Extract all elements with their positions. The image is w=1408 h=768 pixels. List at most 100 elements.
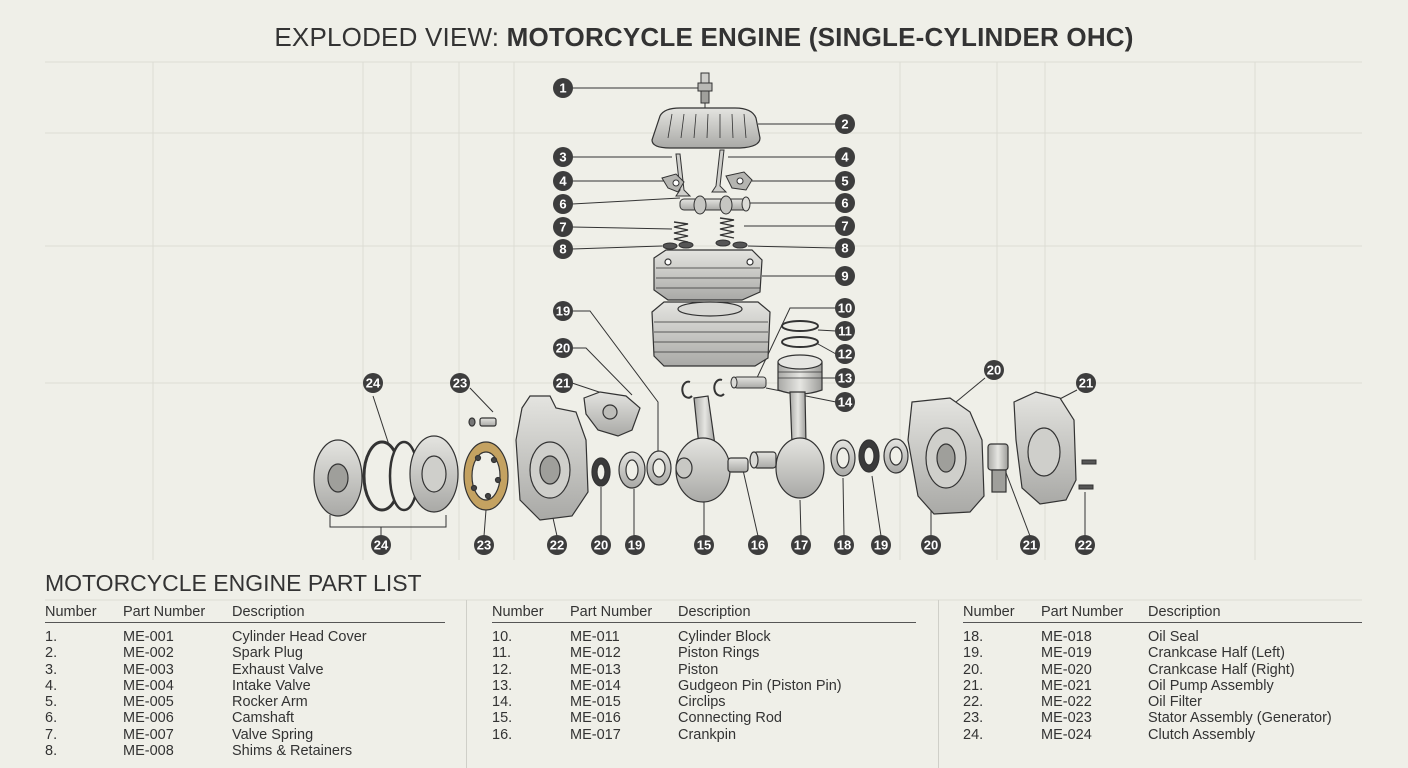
callout-20: 20 bbox=[984, 360, 1004, 380]
callout-number: 24 bbox=[366, 376, 381, 391]
row-number: 24. bbox=[963, 726, 984, 743]
row-number: 2. bbox=[45, 645, 58, 662]
callout-circle bbox=[835, 114, 855, 134]
callout-circle bbox=[553, 301, 573, 321]
row-part-number: ME-016 bbox=[570, 710, 621, 727]
row-description: Connecting Rod bbox=[678, 710, 782, 727]
row-part-number: ME-019 bbox=[1041, 645, 1092, 662]
callout-number: 21 bbox=[1023, 538, 1037, 553]
callout-number: 3 bbox=[559, 150, 566, 165]
callout-22: 22 bbox=[1075, 535, 1095, 555]
row-description: Spark Plug bbox=[232, 645, 303, 662]
callout-24: 24 bbox=[363, 373, 383, 393]
callout-7: 7 bbox=[553, 217, 573, 237]
callout-circle bbox=[450, 373, 470, 393]
callout-circle bbox=[553, 171, 573, 191]
callout-circle bbox=[1020, 535, 1040, 555]
callout-number: 13 bbox=[838, 371, 852, 386]
row-part-number: ME-018 bbox=[1041, 629, 1092, 645]
callout-number: 20 bbox=[556, 341, 570, 356]
callout-11: 11 bbox=[835, 321, 855, 341]
callout-circle bbox=[835, 216, 855, 236]
callout-circle bbox=[1076, 373, 1096, 393]
callout-circle bbox=[835, 147, 855, 167]
row-part-number: ME-012 bbox=[570, 645, 621, 662]
callout-24: 24 bbox=[371, 535, 391, 555]
row-number: 12. bbox=[492, 661, 513, 678]
callout-circle bbox=[591, 535, 611, 555]
header-number: Number bbox=[963, 604, 1015, 620]
row-number: 11. bbox=[492, 645, 512, 662]
callout-21: 21 bbox=[1076, 373, 1096, 393]
callout-number: 7 bbox=[841, 219, 848, 234]
callout-number: 20 bbox=[594, 538, 608, 553]
row-number: 6. bbox=[45, 710, 58, 727]
row-part-number: ME-006 bbox=[123, 710, 174, 727]
bolts-part bbox=[1078, 459, 1097, 490]
row-part-number: ME-013 bbox=[570, 661, 621, 678]
row-number: 14. bbox=[492, 694, 513, 711]
callout-circle bbox=[547, 535, 567, 555]
row-number: 19. bbox=[963, 645, 984, 662]
row-description: Crankcase Half (Left) bbox=[1148, 645, 1285, 662]
row-number: 8. bbox=[45, 743, 58, 760]
callout-circle bbox=[835, 298, 855, 318]
row-part-number: ME-021 bbox=[1041, 677, 1092, 694]
row-description: Valve Spring bbox=[232, 726, 314, 743]
shims-part bbox=[662, 239, 748, 250]
callout-23: 23 bbox=[474, 535, 494, 555]
callout-circle bbox=[871, 535, 891, 555]
callout-20: 20 bbox=[921, 535, 941, 555]
callout-circle bbox=[371, 535, 391, 555]
callout-circle bbox=[835, 321, 855, 341]
row-part-number: ME-005 bbox=[123, 694, 174, 711]
callout-number: 8 bbox=[841, 241, 848, 256]
callout-number: 19 bbox=[628, 538, 642, 553]
seals-bearings-part bbox=[591, 438, 909, 489]
clutch-part bbox=[313, 435, 459, 517]
header-description: Description bbox=[232, 604, 305, 620]
callout-number: 4 bbox=[841, 150, 849, 165]
callout-23: 23 bbox=[450, 373, 470, 393]
callout-9: 9 bbox=[835, 266, 855, 286]
row-part-number: ME-001 bbox=[123, 629, 174, 645]
callout-16: 16 bbox=[748, 535, 768, 555]
row-description: Intake Valve bbox=[232, 677, 311, 694]
callout-13: 13 bbox=[835, 368, 855, 388]
row-description: Clutch Assembly bbox=[1148, 726, 1256, 743]
callout-number: 1 bbox=[559, 81, 566, 96]
callout-14: 14 bbox=[835, 392, 855, 412]
callout-4: 4 bbox=[835, 147, 855, 167]
row-part-number: ME-002 bbox=[123, 645, 174, 662]
row-part-number: ME-004 bbox=[123, 677, 174, 694]
piston-rings-part bbox=[781, 320, 819, 348]
column-divider bbox=[938, 600, 939, 768]
page-title: EXPLODED VIEW: MOTORCYCLE ENGINE (SINGLE… bbox=[0, 22, 1408, 53]
row-number: 3. bbox=[45, 661, 58, 678]
callout-number: 11 bbox=[838, 324, 852, 339]
row-description: Stator Assembly (Generator) bbox=[1148, 710, 1332, 727]
rocker-arms-part bbox=[661, 171, 753, 193]
callout-number: 6 bbox=[841, 196, 848, 211]
row-part-number: ME-020 bbox=[1041, 661, 1092, 678]
row-description: Camshaft bbox=[232, 710, 295, 727]
stator-part bbox=[463, 417, 509, 511]
callout-number: 12 bbox=[838, 347, 852, 362]
callout-number: 23 bbox=[453, 376, 467, 391]
callout-circle bbox=[625, 535, 645, 555]
callout-circle bbox=[553, 239, 573, 259]
